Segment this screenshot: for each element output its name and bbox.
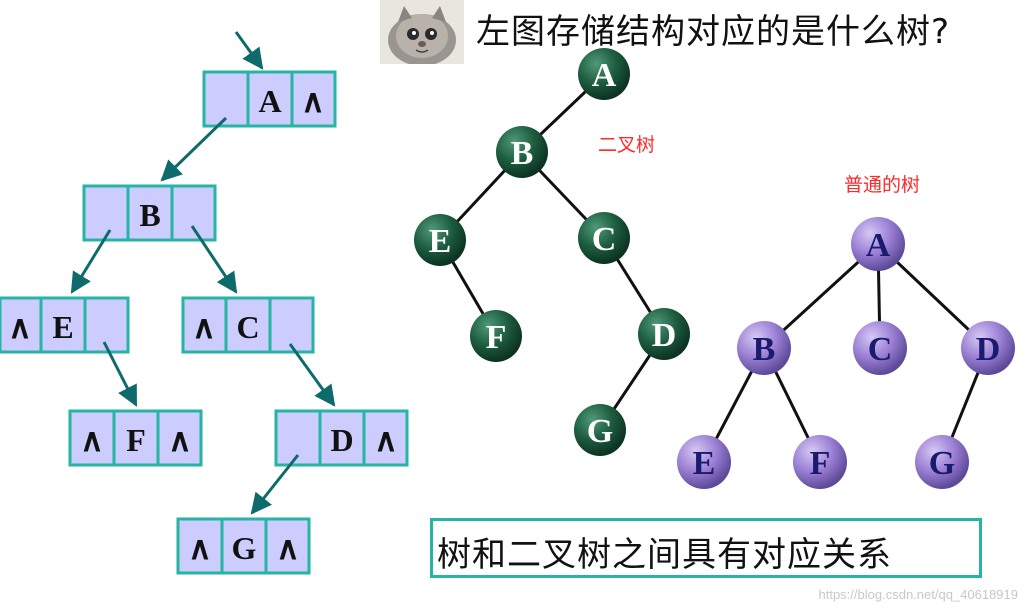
binary-tree-label: 二叉树 <box>598 134 656 156</box>
pointer-arrow-e-f <box>102 341 138 407</box>
storage-node-d-label: D <box>330 422 353 458</box>
general-node-g: G <box>915 435 969 489</box>
storage-structure: A ∧ B ∧ E ∧ C <box>0 31 409 575</box>
svg-text:F: F <box>810 445 831 482</box>
summary-text: 树和二叉树之间具有对应关系 <box>437 535 892 575</box>
null-pointer-c-left: ∧ <box>192 309 215 345</box>
general-node-d: D <box>961 321 1015 375</box>
storage-node-c: ∧ C <box>181 296 315 354</box>
storage-node-a: A ∧ <box>202 70 337 128</box>
svg-text:E: E <box>693 445 716 482</box>
general-node-b: B <box>737 321 791 375</box>
general-tree-label: 普通的树 <box>844 174 921 196</box>
binary-tree: A B E C F D G <box>414 48 690 456</box>
binary-node-c: C <box>578 212 630 264</box>
storage-node-b-label: B <box>139 197 160 233</box>
pointer-arrow-d-g <box>250 454 300 515</box>
svg-text:E: E <box>429 223 452 260</box>
storage-node-e: ∧ E <box>0 296 130 354</box>
pointer-arrow-b-e <box>70 229 112 294</box>
svg-text:D: D <box>652 317 677 354</box>
null-pointer-f-right: ∧ <box>168 422 191 458</box>
svg-text:D: D <box>976 331 1001 368</box>
general-node-c: C <box>853 321 907 375</box>
null-pointer-a-right: ∧ <box>301 83 324 119</box>
binary-node-e: E <box>414 214 466 266</box>
binary-node-b: B <box>496 126 548 178</box>
pointer-arrow-b-c <box>190 225 238 294</box>
general-tree: A B C D E F G <box>677 217 1015 489</box>
storage-node-c-label: C <box>236 309 259 345</box>
binary-node-a: A <box>578 48 630 100</box>
null-pointer-d-right: ∧ <box>374 422 397 458</box>
root-pointer-arrow <box>234 31 264 70</box>
pointer-arrow-c-d <box>288 343 336 407</box>
null-pointer-f-left: ∧ <box>80 422 103 458</box>
question-title: 左图存储结构对应的是什么树? <box>476 12 951 52</box>
svg-text:G: G <box>587 413 613 450</box>
svg-text:A: A <box>866 227 891 264</box>
storage-node-g-label: G <box>232 530 257 566</box>
storage-node-f-label: F <box>126 422 146 458</box>
null-pointer-g-left: ∧ <box>188 530 211 566</box>
watermark: https://blog.csdn.net/qq_40618919 <box>818 587 1019 602</box>
pointer-arrow-a-b <box>160 116 228 182</box>
binary-node-g: G <box>574 404 626 456</box>
null-pointer-g-right: ∧ <box>276 530 299 566</box>
svg-text:B: B <box>753 331 776 368</box>
null-pointer-e-left: ∧ <box>8 309 31 345</box>
storage-node-b: B <box>82 184 217 242</box>
svg-text:B: B <box>511 135 534 172</box>
svg-text:C: C <box>592 221 617 258</box>
cat-avatar <box>380 0 464 64</box>
storage-node-g: ∧ G ∧ <box>176 517 311 575</box>
binary-node-f: F <box>470 310 522 362</box>
general-node-e: E <box>677 435 731 489</box>
svg-text:F: F <box>486 319 507 356</box>
svg-text:G: G <box>929 445 955 482</box>
general-node-f: F <box>793 435 847 489</box>
svg-text:A: A <box>592 57 617 94</box>
binary-node-d: D <box>638 308 690 360</box>
summary-box: 树和二叉树之间具有对应关系 <box>430 518 982 578</box>
svg-text:C: C <box>868 331 893 368</box>
general-node-a: A <box>851 217 905 271</box>
storage-node-e-label: E <box>52 309 73 345</box>
storage-node-a-label: A <box>258 83 281 119</box>
storage-node-f: ∧ F ∧ <box>68 409 203 467</box>
storage-node-d: D ∧ <box>274 409 409 467</box>
